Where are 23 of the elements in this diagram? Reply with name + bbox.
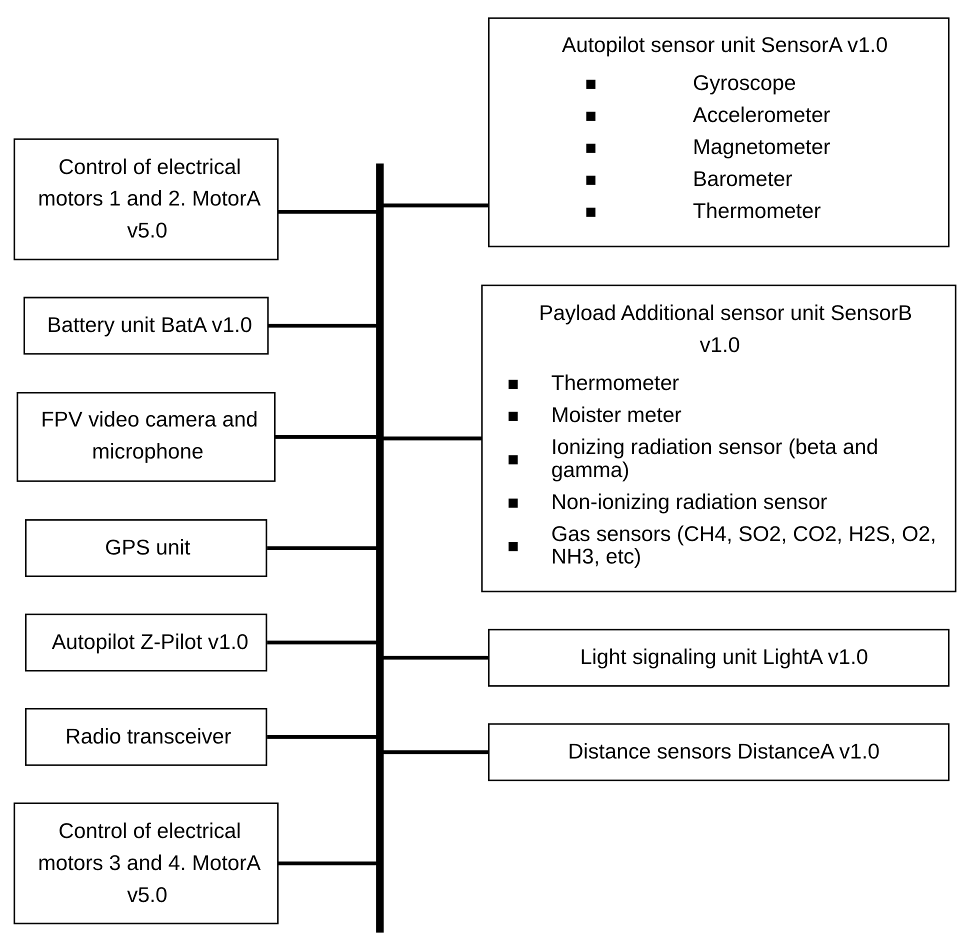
connector: [383, 436, 482, 440]
connector: [267, 640, 377, 644]
connector: [383, 750, 488, 754]
node-box: Autopilot Z-Pilot v1.0: [25, 613, 268, 671]
node-box: FPV video camera and microphone: [16, 392, 276, 482]
connector: [267, 734, 377, 738]
node-box: Payload Additional sensor unit SensorB v1.0 Thermometer Moister meter Ionizing radiation sensor (beta and gamma) Non-ionizing radiation sensor Gas sensors (CH4, SO2, CO2, H2S, O2, NH3, etc): [481, 284, 956, 592]
node-box: Distance sensors DistanceA v1.0: [488, 722, 950, 781]
connector: [383, 203, 488, 207]
node-box: GPS unit: [25, 518, 268, 577]
node-box: Light signaling unit LightA v1.0: [488, 628, 950, 686]
node-box: Control of electrical motors 3 and 4. MotorA v5.0: [14, 802, 279, 924]
node-box: Autopilot sensor unit SensorA v1.0 Gyroscope Accelerometer Magnetometer Barometer Thermometer: [488, 16, 950, 247]
connector: [267, 546, 377, 550]
connector: [383, 655, 488, 660]
node-bar: [376, 163, 384, 932]
node-box: Control of electrical motors 1 and 2. MotorA v5.0: [14, 138, 279, 260]
node-box: Battery unit BatA v1.0: [24, 296, 269, 354]
node-box: Radio transceiver: [25, 708, 268, 766]
connector: [278, 210, 376, 214]
connector: [268, 323, 377, 328]
connector: [275, 434, 376, 438]
connector: [278, 860, 376, 865]
